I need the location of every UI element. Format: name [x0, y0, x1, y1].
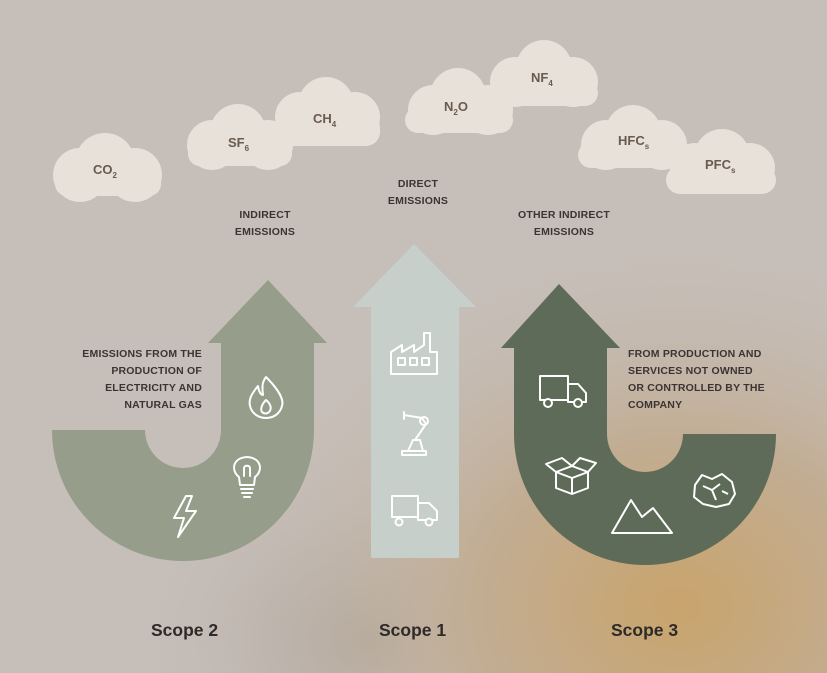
desc-line: NATURAL GAS [124, 399, 202, 411]
cloud-label-pfcs: PFCs [705, 157, 736, 175]
desc-line: EMISSIONS FROM THE [82, 348, 202, 360]
mountain-icon [611, 499, 673, 534]
scope1-arrow [353, 244, 476, 558]
scope2-title: Scope 2 [151, 620, 219, 640]
lightbulb-icon [233, 456, 261, 498]
cloud-pfcs [666, 129, 776, 194]
label-indirect-emissions: INDIRECT EMISSIONS [215, 207, 315, 241]
cloud-nf4 [490, 40, 598, 107]
scope3-title: Scope 3 [611, 620, 679, 640]
label-line: EMISSIONS [533, 226, 595, 238]
scope2-arrow [52, 280, 327, 561]
cloud-label-ch4: CH4 [313, 111, 337, 129]
desc-line: PRODUCTION OF [111, 365, 202, 377]
desc-line: COMPANY [628, 399, 683, 411]
scope3-arrow [501, 284, 776, 565]
crumpled-paper-icon [693, 473, 736, 508]
cloud-ch4 [275, 77, 380, 146]
scope1-title: Scope 1 [379, 620, 447, 640]
robot-arm-icon [401, 411, 429, 456]
cloud-label-nf4: NF4 [531, 70, 553, 88]
desc-line: OR CONTROLLED BY THE [628, 382, 765, 394]
lightning-icon [173, 495, 197, 538]
label-line: DIRECT [397, 178, 439, 190]
desc-line: FROM PRODUCTION AND [628, 348, 762, 360]
desc-line: SERVICES NOT OWNED [628, 365, 753, 377]
label-other-indirect-emissions: OTHER INDIRECT EMISSIONS [504, 207, 624, 241]
cloud-label-hfcs: HFCs [618, 133, 650, 151]
cloud-hfcs [578, 105, 687, 170]
label-line: EMISSIONS [234, 226, 296, 238]
cloud-co2 [53, 133, 162, 202]
open-box-icon [545, 457, 597, 495]
cloud-label-co2: CO2 [93, 162, 117, 180]
scope3-description: FROM PRODUCTION AND SERVICES NOT OWNED O… [628, 346, 788, 414]
scope2-description: EMISSIONS FROM THE PRODUCTION OF ELECTRI… [60, 346, 202, 414]
label-line: OTHER INDIRECT [517, 209, 611, 221]
cloud-n2o [405, 68, 513, 135]
label-line: EMISSIONS [387, 195, 449, 207]
cloud-label-n2o: N2O [444, 99, 468, 117]
factory-icon [390, 332, 438, 375]
truck-icon [391, 495, 438, 527]
label-line: INDIRECT [239, 209, 291, 221]
truck-icon [539, 375, 587, 408]
cloud-sf6 [187, 104, 293, 170]
label-direct-emissions: DIRECT EMISSIONS [368, 176, 468, 210]
desc-line: ELECTRICITY AND [105, 382, 202, 394]
cloud-label-sf6: SF6 [228, 135, 250, 153]
flame-icon [248, 376, 284, 419]
